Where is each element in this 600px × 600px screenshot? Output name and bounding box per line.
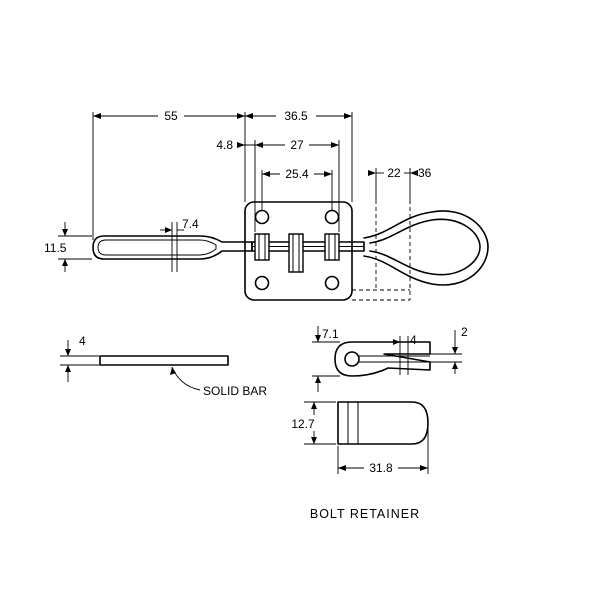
arrowhead <box>315 335 321 342</box>
guide-block <box>324 233 340 261</box>
dim-4-8: 4.8 <box>216 138 233 152</box>
dim-12-7: 12.7 <box>291 417 315 431</box>
retainer-top-outline <box>334 341 431 377</box>
dim-4-bolt: 4 <box>410 333 417 347</box>
arrowhead <box>452 362 458 369</box>
arrowhead <box>237 113 245 119</box>
dim-36-5: 36.5 <box>284 109 308 123</box>
clamp-top-view <box>92 200 489 301</box>
arrowhead <box>338 465 346 471</box>
arrowhead <box>65 365 71 372</box>
arrowhead <box>165 227 172 233</box>
dim-7-4: 7.4 <box>182 217 199 231</box>
arrowhead <box>62 229 68 236</box>
handle-outline <box>92 235 253 260</box>
dim-27: 27 <box>290 138 304 152</box>
dim-55: 55 <box>164 109 178 123</box>
dim-31-8: 31.8 <box>369 461 393 475</box>
retainer-side-outline <box>337 401 429 445</box>
dim-25-4: 25.4 <box>285 167 309 181</box>
mount-hole <box>254 209 270 225</box>
solid-bar-leader <box>171 366 201 391</box>
guide-block <box>254 233 270 261</box>
clamp-dimensions: 55 36.5 4.8 27 25.4 22 36 <box>44 107 432 272</box>
arrowhead <box>420 465 428 471</box>
arrowhead <box>324 171 332 177</box>
arrowhead <box>262 171 270 177</box>
arrowhead <box>237 142 245 148</box>
solid-bar-view: 4 SOLID BAR <box>60 334 267 398</box>
arrowhead <box>170 367 176 375</box>
solid-bar-label: SOLID BAR <box>203 384 267 398</box>
loop-outer <box>363 210 489 286</box>
retainer-hole <box>344 351 360 367</box>
arrowhead <box>410 170 418 176</box>
arrowhead <box>62 259 68 266</box>
bolt-retainer-view: 7.1 4 2 12.7 31.8 BOLT R <box>288 325 468 521</box>
arrowhead <box>245 113 253 119</box>
arrowhead <box>65 349 71 356</box>
guide-block <box>288 233 304 273</box>
dim-11-5: 11.5 <box>44 241 67 255</box>
solid-bar <box>99 355 229 366</box>
arrowhead <box>255 142 263 148</box>
arrowhead <box>452 347 458 354</box>
loop-inner <box>369 218 481 276</box>
dim-36: 36 <box>418 166 432 180</box>
arrowhead <box>311 437 317 444</box>
arrowhead <box>93 113 101 119</box>
bolt-retainer-label: BOLT RETAINER <box>310 507 420 521</box>
mount-hole <box>254 275 270 291</box>
arrowhead <box>393 339 400 345</box>
mount-hole <box>324 275 340 291</box>
arrowhead <box>344 113 352 119</box>
arrowhead <box>331 142 339 148</box>
arrowhead <box>368 170 376 176</box>
dim-7-1: 7.1 <box>322 327 339 341</box>
arrowhead <box>315 376 321 383</box>
handle-inner <box>97 239 217 256</box>
dim-22: 22 <box>387 166 401 180</box>
dim-4-bar: 4 <box>79 334 86 348</box>
mount-hole <box>324 209 340 225</box>
arrowhead <box>311 402 317 409</box>
dim-2: 2 <box>461 325 468 339</box>
